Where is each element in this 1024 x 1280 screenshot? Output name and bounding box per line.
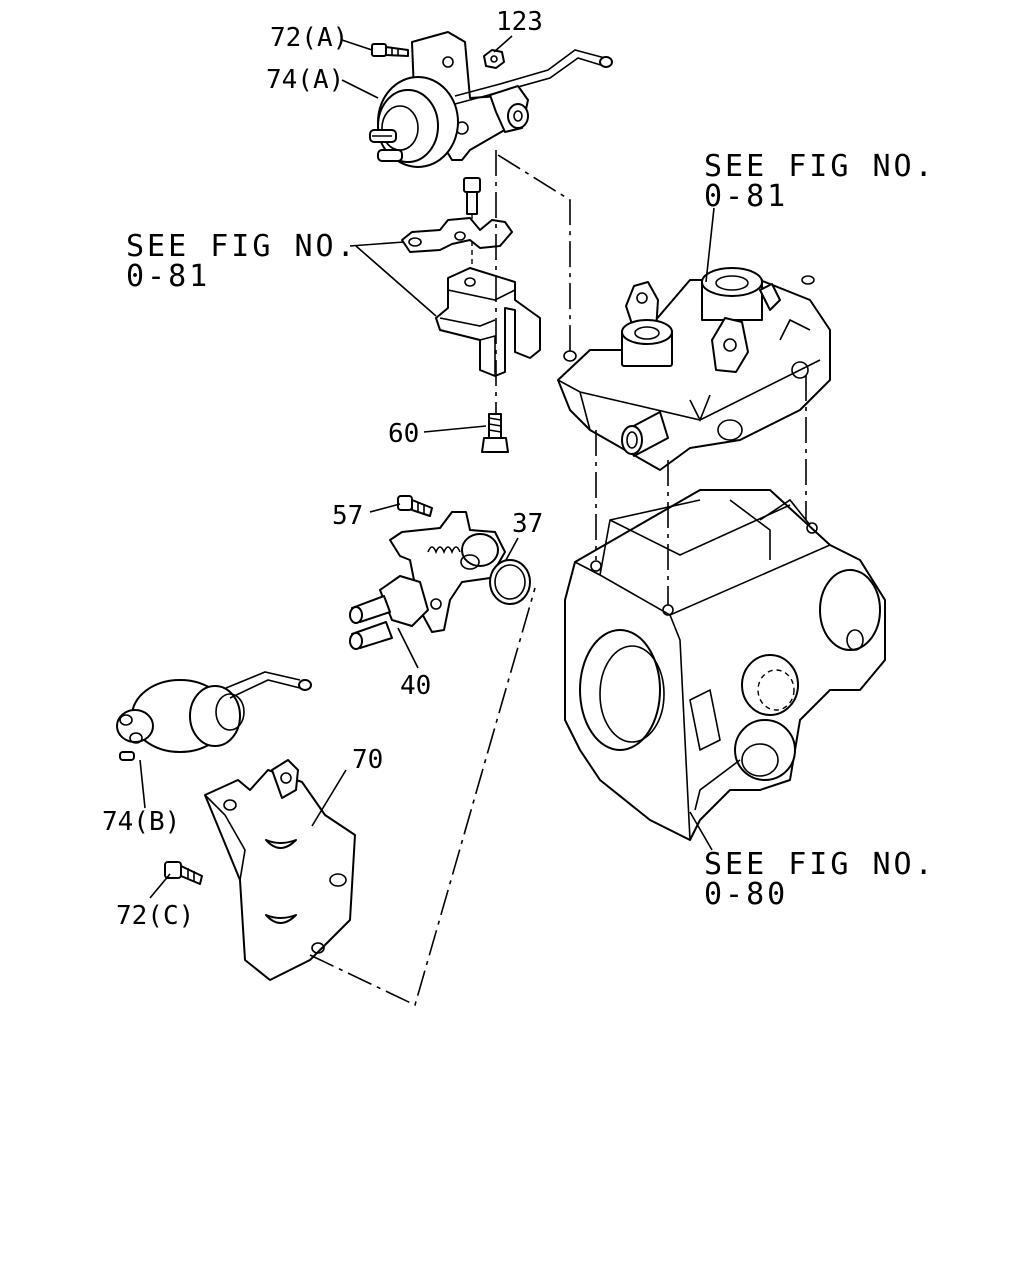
callout-74b: 74(B) [102,807,180,837]
callout-37: 37 [512,509,543,539]
callout-57: 57 [332,501,363,531]
callout-70: 70 [352,745,383,775]
part-123-nut [483,49,505,69]
part-70-bracket [204,759,356,981]
ref-top-right-line2: 0-81 [704,179,788,214]
part-57-screw [397,495,433,517]
part-37-o-ring [489,559,531,605]
ref-bottom-right-line2: 0-80 [704,877,788,912]
mounting-bracket-and-clamp [401,177,541,377]
ref-left-line1: SEE FIG NO. [126,229,358,264]
callout-labels: 72(A) 74(A) 123 60 57 37 40 70 74(B) 72(… [102,7,543,931]
part-74a-vacuum-actuator [369,31,613,168]
alignment-lines [309,150,807,1007]
callout-74a: 74(A) [266,65,344,95]
callout-72c: 72(C) [116,901,194,931]
callout-72a: 72(A) [270,23,348,53]
part-72c-bolt [164,861,203,885]
leader-lines [139,35,715,899]
ref-bottom-right-line1: SEE FIG NO. [704,847,936,882]
callout-60: 60 [388,419,419,449]
part-60-stud-bolt [481,413,509,453]
upper-injection-block [557,267,831,471]
ref-top-right-line1: SEE FIG NO. [704,149,936,184]
callout-123: 123 [496,7,543,37]
callout-40: 40 [400,671,431,701]
part-72a-bolt [371,43,409,57]
part-40-vsv-valve [349,511,506,650]
part-74b-vacuum-actuator [116,671,312,761]
ref-left-line2: 0-81 [126,259,210,294]
throttle-body [564,489,886,841]
reference-labels: SEE FIG NO. 0-81 SEE FIG NO. 0-81 SEE FI… [126,149,936,912]
